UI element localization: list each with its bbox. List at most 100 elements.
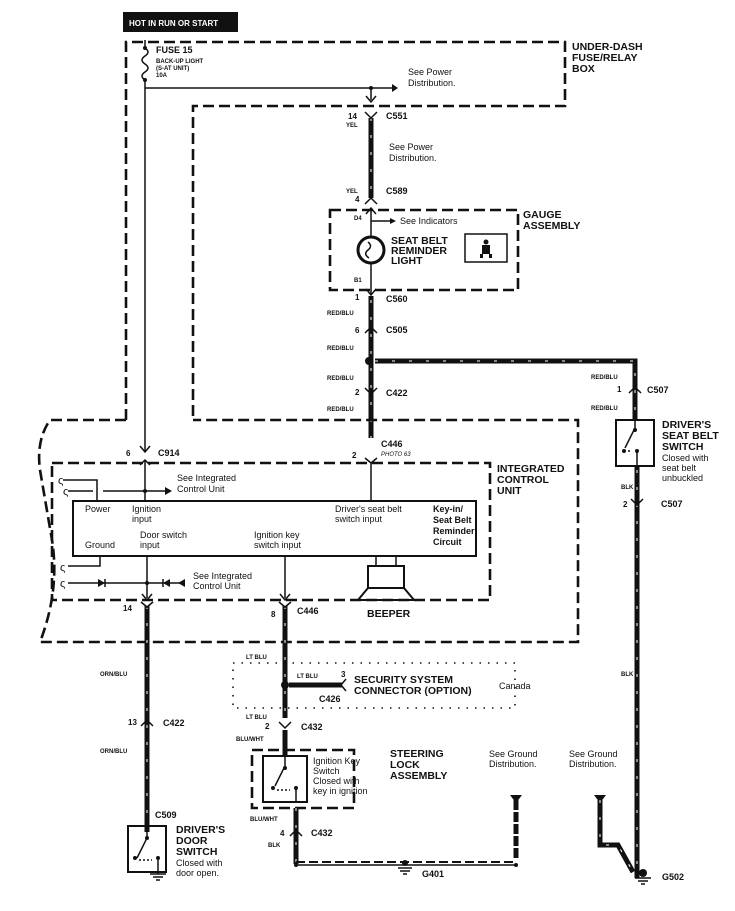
splice-junction bbox=[281, 681, 289, 689]
circuit-label: Key-in/ bbox=[433, 504, 464, 514]
icu-title: CONTROL bbox=[497, 474, 549, 486]
fuse-desc: (S-AT UNIT) bbox=[156, 66, 189, 72]
ignition-key-switch-label: key in ignition bbox=[313, 786, 368, 796]
beeper-icon bbox=[355, 556, 417, 601]
pin-label: 6 bbox=[355, 326, 360, 335]
wire-color-label: RED/BLU bbox=[591, 375, 618, 381]
wire-color-label: RED/BLU bbox=[327, 407, 354, 413]
pin-label: 1 bbox=[617, 385, 622, 394]
wire-break-icon: ς bbox=[60, 562, 65, 574]
pin-label: 14 bbox=[348, 112, 357, 121]
pin-label: 2 bbox=[265, 722, 270, 731]
fuse-name: FUSE 15 bbox=[156, 45, 193, 55]
pin-label: 4 bbox=[355, 195, 360, 204]
see-ground-text: See Ground bbox=[569, 749, 618, 759]
see-power-text: See Power bbox=[389, 142, 433, 152]
pin-label: 6 bbox=[126, 449, 131, 458]
wire-color-label: BLK bbox=[621, 672, 634, 678]
door-switch-input-label: input bbox=[140, 540, 160, 550]
connector-c551: C551 bbox=[386, 111, 408, 121]
fuse-box-outline bbox=[124, 40, 567, 420]
pin-label: 2 bbox=[352, 451, 357, 460]
ground-symbol-icon bbox=[150, 873, 166, 881]
gauge-assembly-title: ASSEMBLY bbox=[523, 220, 580, 232]
wire-color-label: RED/BLU bbox=[327, 346, 354, 352]
door-switch-title: SWITCH bbox=[176, 846, 217, 858]
see-icu-text: Control Unit bbox=[193, 581, 241, 591]
wire-break-icon: ς bbox=[60, 578, 65, 590]
seat-belt-switch-title: SEAT BELT bbox=[662, 430, 719, 442]
pin-label: D4 bbox=[354, 216, 362, 222]
see-icu-text: See Integrated bbox=[177, 473, 236, 483]
connector-c422: C422 bbox=[386, 388, 408, 398]
door-switch-desc: door open. bbox=[176, 868, 219, 878]
wire-color-label: BLU/WHT bbox=[250, 817, 278, 823]
connector-c914: C914 bbox=[158, 448, 180, 458]
wire-color-label: RED/BLU bbox=[327, 311, 354, 317]
seat-belt-switch-title: DRIVER'S bbox=[662, 419, 711, 431]
seat-belt-switch-title: SWITCH bbox=[662, 441, 703, 453]
icu-title: UNIT bbox=[497, 485, 522, 497]
fuse-desc: BACK-UP LIGHT bbox=[156, 59, 204, 65]
see-power-text: Distribution. bbox=[408, 78, 456, 88]
ignition-key-input-label: Ignition key bbox=[254, 530, 300, 540]
diode-icon bbox=[98, 579, 106, 587]
steering-lock-outline bbox=[250, 748, 356, 810]
seat-belt-light-bulb-icon bbox=[356, 235, 386, 265]
region-label: Canada bbox=[499, 681, 531, 691]
connector-c432: C432 bbox=[311, 828, 333, 838]
seat-belt-indicator-icon bbox=[464, 233, 508, 263]
connector-c507: C507 bbox=[647, 385, 669, 395]
gauge-assembly-title: GAUGE bbox=[523, 209, 562, 221]
pin-label: 1 bbox=[355, 293, 360, 302]
connector-c446: C446 bbox=[381, 439, 403, 449]
see-icu-text: Control Unit bbox=[177, 484, 225, 494]
see-ground-text: Distribution. bbox=[569, 759, 617, 769]
connector-c426: C426 bbox=[319, 694, 341, 704]
ignition-key-switch-label: Switch bbox=[313, 766, 340, 776]
fuse-box-title: UNDER-DASH bbox=[572, 41, 643, 53]
connector-c589: C589 bbox=[386, 186, 408, 196]
security-connector-title: SECURITY SYSTEM bbox=[354, 674, 453, 686]
power-condition-banner: HOT IN RUN OR START bbox=[123, 12, 238, 32]
seat-belt-light-label: LIGHT bbox=[391, 255, 423, 267]
photo-reference: PHOTO 63 bbox=[381, 452, 411, 458]
pin-label: 13 bbox=[128, 718, 137, 727]
see-power-text: Distribution. bbox=[389, 153, 437, 163]
wire-break-icon: ς bbox=[58, 475, 63, 487]
seat-belt-light-label: REMINDER bbox=[391, 245, 447, 257]
ignition-input-label: input bbox=[132, 514, 152, 524]
circuit-label: Circuit bbox=[433, 537, 462, 547]
icu-outline bbox=[50, 461, 492, 602]
beeper-label: BEEPER bbox=[367, 608, 411, 620]
connector-c507: C507 bbox=[661, 499, 683, 509]
seat-belt-input-label: Driver's seat belt bbox=[335, 504, 402, 514]
seat-belt-light-label: SEAT BELT bbox=[391, 235, 448, 247]
wire-color-label: ORN/BLU bbox=[100, 749, 127, 755]
door-switch-title: DOOR bbox=[176, 835, 208, 847]
wire-color-label: RED/BLU bbox=[591, 406, 618, 412]
wire-color-label: LT BLU bbox=[246, 715, 267, 721]
wire-color-label: BLU/WHT bbox=[236, 737, 264, 743]
steering-lock-title: STEERING bbox=[390, 748, 444, 760]
reminder-circuit-box bbox=[72, 500, 477, 557]
see-indicators-text: See Indicators bbox=[400, 216, 458, 226]
ground-label-g502: G502 bbox=[662, 872, 684, 882]
connector-c432: C432 bbox=[301, 722, 323, 732]
connector-c560: C560 bbox=[386, 294, 408, 304]
diode-icon bbox=[162, 579, 170, 587]
seat-belt-input-label: switch input bbox=[335, 514, 383, 524]
door-switch-input-label: Door switch bbox=[140, 530, 187, 540]
door-switch-desc: Closed with bbox=[176, 858, 223, 868]
steering-lock-title: LOCK bbox=[390, 759, 420, 771]
wire-color-label: BLK bbox=[268, 843, 281, 849]
pin-label: 3 bbox=[341, 670, 346, 679]
fuse-desc: 10A bbox=[156, 73, 168, 79]
see-ground-text: Distribution. bbox=[489, 759, 537, 769]
pin-label: 2 bbox=[623, 500, 628, 509]
ground-pin-label: Ground bbox=[85, 540, 115, 550]
security-connector-outline bbox=[232, 662, 516, 709]
fuse-box-title: BOX bbox=[572, 63, 595, 75]
connector-c446: C446 bbox=[297, 606, 319, 616]
pin-label: 14 bbox=[123, 604, 132, 613]
